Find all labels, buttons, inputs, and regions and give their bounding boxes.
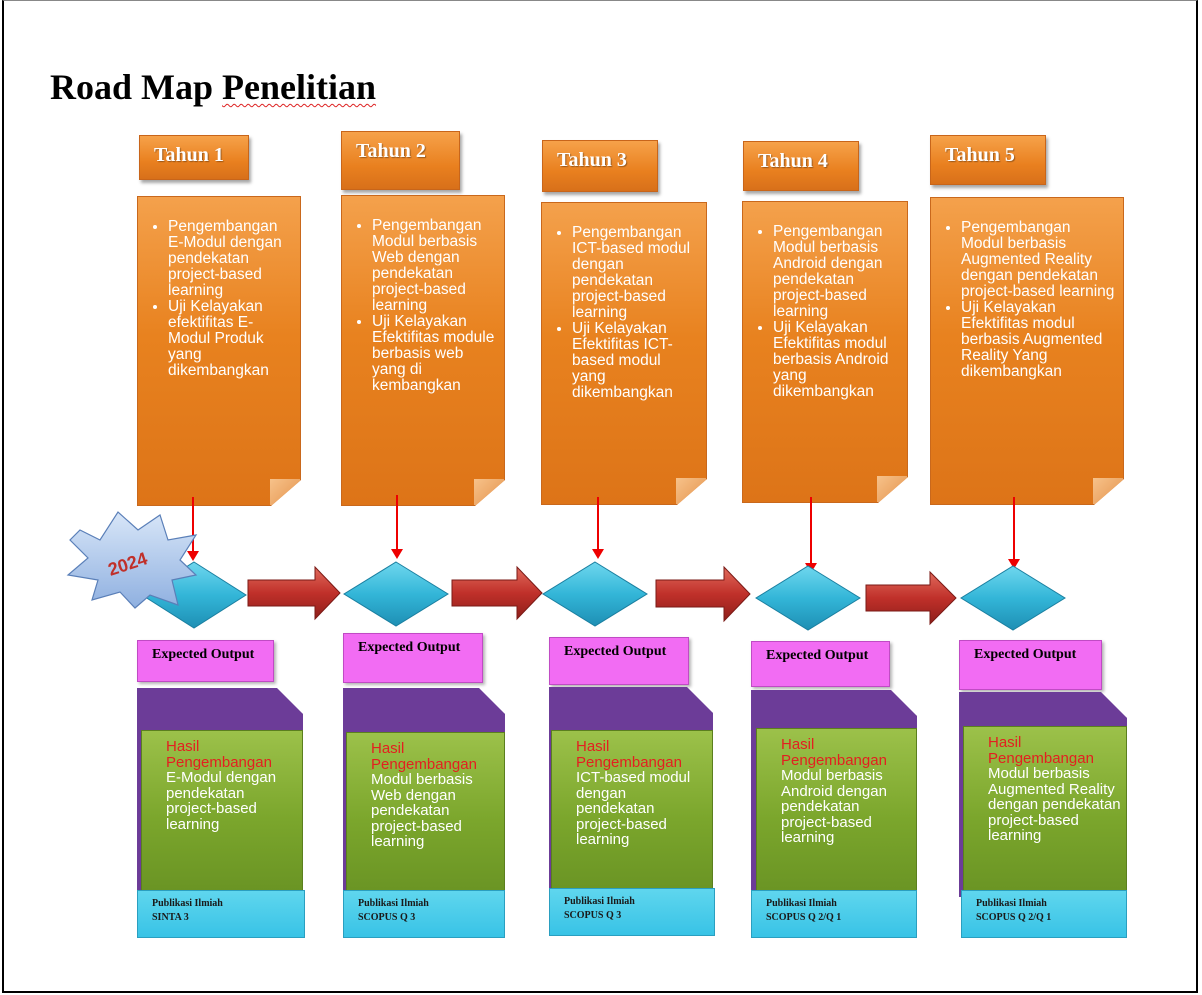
year-item: Uji Kelayakan efektifitas E-Modul Produk… bbox=[168, 299, 292, 379]
year-tab-3: Tahun 3 bbox=[542, 140, 658, 192]
expected-output-text: Expected Output bbox=[564, 644, 667, 659]
publication-box-5: Publikasi Ilmiah SCOPUS Q 2/Q 1 bbox=[961, 890, 1127, 938]
year-item: Uji Kelayakan Efektifitas modul berbasis… bbox=[773, 320, 899, 400]
publication-target: SCOPUS Q 2/Q 1 bbox=[976, 912, 1052, 923]
page-title: Road Map Penelitian bbox=[50, 66, 376, 108]
year-label: Tahun 2 bbox=[356, 140, 426, 162]
year-item: Uji Kelayakan Efektifitas module berbasi… bbox=[372, 314, 496, 394]
output-doc-1: Hasil Pengembangan E-Modul dengan pendek… bbox=[141, 730, 303, 892]
output-body: Modul berbasis Augmented Reality dengan … bbox=[988, 765, 1121, 844]
expected-output-label-1: Expected Output bbox=[137, 640, 274, 682]
publication-title: Publikasi Ilmiah bbox=[152, 898, 223, 909]
drop-arrow-1 bbox=[187, 497, 199, 561]
year-badge: 2024 bbox=[66, 511, 198, 609]
year-tab-2: Tahun 2 bbox=[341, 131, 460, 190]
publication-target: SCOPUS Q 3 bbox=[564, 910, 622, 921]
output-body: Modul berbasis Web dengan pendekatan pro… bbox=[371, 771, 473, 850]
timeline-arrow-4 bbox=[865, 570, 957, 626]
publication-title: Publikasi Ilmiah bbox=[976, 898, 1047, 909]
drop-arrow-2 bbox=[391, 495, 403, 559]
expected-output-label-2: Expected Output bbox=[343, 633, 483, 683]
expected-output-label-3: Expected Output bbox=[549, 637, 689, 685]
expected-output-text: Expected Output bbox=[152, 647, 255, 662]
year-note-1: Pengembangan E-Modul dengan pendekatan p… bbox=[137, 196, 301, 506]
publication-box-4: Publikasi Ilmiah SCOPUS Q 2/Q 1 bbox=[751, 890, 917, 938]
publication-title: Publikasi Ilmiah bbox=[358, 898, 429, 909]
timeline-diamonds bbox=[141, 561, 1066, 631]
drop-arrow-3 bbox=[592, 497, 604, 559]
milestone-diamond-2 bbox=[343, 561, 449, 627]
milestone-diamond-5 bbox=[960, 565, 1066, 631]
output-heading: Hasil Pengembangan bbox=[781, 736, 887, 769]
publication-target: SINTA 3 bbox=[152, 912, 189, 923]
year-label: Tahun 4 bbox=[758, 150, 828, 172]
publication-target: SCOPUS Q 3 bbox=[358, 912, 416, 923]
publication-box-3: Publikasi Ilmiah SCOPUS Q 3 bbox=[549, 888, 715, 936]
output-heading: Hasil Pengembangan bbox=[371, 740, 477, 773]
year-tab-1: Tahun 1 bbox=[139, 135, 249, 180]
expected-output-label-4: Expected Output bbox=[751, 641, 890, 687]
year-tab-4: Tahun 4 bbox=[743, 141, 859, 191]
output-doc-5: Hasil Pengembangan Modul berbasis Augmen… bbox=[963, 726, 1127, 894]
publication-box-2: Publikasi Ilmiah SCOPUS Q 3 bbox=[343, 890, 505, 938]
title-part2: Penelitian bbox=[222, 67, 377, 107]
year-note-3: Pengembangan ICT-based modul dengan pend… bbox=[541, 202, 707, 505]
drop-arrow-5 bbox=[1008, 497, 1020, 569]
year-item: Uji Kelayakan Efektifitas ICT-based modu… bbox=[572, 321, 698, 401]
publication-title: Publikasi Ilmiah bbox=[564, 896, 635, 907]
expected-output-text: Expected Output bbox=[358, 640, 461, 655]
year-item: Pengembangan Modul berbasis Web dengan p… bbox=[372, 218, 496, 314]
expected-output-label-5: Expected Output bbox=[959, 640, 1102, 690]
year-note-2: Pengembangan Modul berbasis Web dengan p… bbox=[341, 195, 505, 506]
timeline-arrows bbox=[247, 565, 957, 626]
milestone-diamond-4 bbox=[755, 565, 861, 631]
output-body: E-Modul dengan pendekatan project-based … bbox=[166, 769, 277, 833]
output-heading: Hasil Pengembangan bbox=[988, 734, 1094, 767]
timeline-arrow-2 bbox=[451, 565, 543, 621]
year-note-5: Pengembangan Modul berbasis Augmented Re… bbox=[930, 197, 1124, 505]
output-doc-3: Hasil Pengembangan ICT-based modul denga… bbox=[551, 730, 713, 892]
year-item: Uji Kelayakan Efektifitas modul berbasis… bbox=[961, 300, 1115, 380]
year-item: Pengembangan ICT-based modul dengan pend… bbox=[572, 225, 698, 321]
year-tab-5: Tahun 5 bbox=[930, 135, 1046, 185]
output-doc-4: Hasil Pengembangan Modul berbasis Androi… bbox=[756, 728, 917, 894]
timeline-arrow-1 bbox=[247, 565, 341, 621]
year-note-4: Pengembangan Modul berbasis Android deng… bbox=[742, 201, 908, 503]
year-item: Pengembangan E-Modul dengan pendekatan p… bbox=[168, 219, 292, 299]
output-heading: Hasil Pengembangan bbox=[576, 738, 682, 771]
output-doc-2: Hasil Pengembangan Modul berbasis Web de… bbox=[346, 732, 505, 894]
year-label: Tahun 1 bbox=[154, 144, 224, 166]
year-label: Tahun 3 bbox=[557, 149, 627, 171]
milestone-diamond-3 bbox=[542, 561, 648, 627]
expected-output-text: Expected Output bbox=[766, 648, 869, 663]
year-label: Tahun 5 bbox=[945, 144, 1015, 166]
output-body: ICT-based modul dengan pendekatan projec… bbox=[576, 769, 691, 848]
output-heading: Hasil Pengembangan bbox=[166, 738, 272, 771]
output-body: Modul berbasis Android dengan pendekatan… bbox=[781, 767, 887, 846]
publication-title: Publikasi Ilmiah bbox=[766, 898, 837, 909]
badge-burst bbox=[66, 511, 198, 609]
expected-output-text: Expected Output bbox=[974, 647, 1077, 662]
publication-target: SCOPUS Q 2/Q 1 bbox=[766, 912, 842, 923]
year-item: Pengembangan Modul berbasis Augmented Re… bbox=[961, 220, 1115, 300]
year-item: Pengembangan Modul berbasis Android deng… bbox=[773, 224, 899, 320]
timeline-arrow-3 bbox=[655, 565, 751, 623]
title-part1: Road Map bbox=[50, 67, 214, 107]
publication-box-1: Publikasi Ilmiah SINTA 3 bbox=[137, 890, 305, 938]
